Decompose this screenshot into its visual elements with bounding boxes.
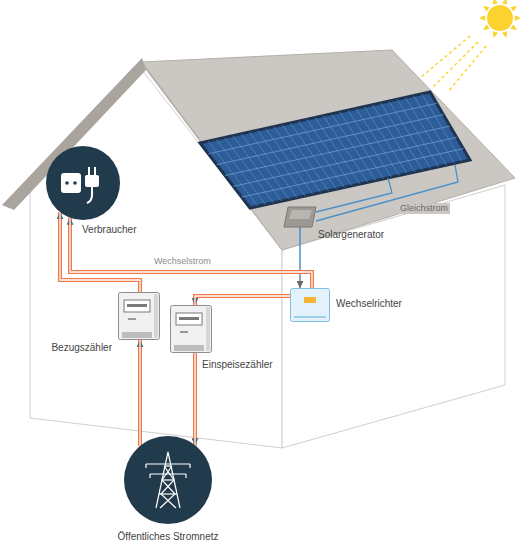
consumer-circle: Verbraucher: [45, 145, 121, 221]
sun-ray: [448, 46, 486, 92]
ac-wire: [195, 296, 290, 305]
inverter-vent: [294, 316, 326, 318]
sun-ray: [502, 31, 507, 38]
meter-box: Einspeisezähler: [170, 305, 212, 353]
ac-wire-gap: [70, 218, 312, 288]
ac-connector: [140, 340, 141, 446]
ac-wire-gap: [60, 212, 140, 292]
consumer-circle-outline: [45, 145, 121, 221]
inverter-box-outline: [290, 288, 330, 322]
meter-shape: [171, 306, 212, 353]
pylon-icon: [146, 452, 190, 508]
sun-ray: [493, 0, 498, 5]
circle-shape: [124, 436, 212, 524]
edge-label: Wechselstrom: [152, 256, 213, 267]
sun-ray: [510, 25, 517, 31]
meter-side: [154, 294, 158, 338]
meter-base: [174, 345, 204, 351]
sun-ray: [420, 36, 470, 78]
node-label: Einspeisezähler: [202, 359, 273, 371]
inverter-display: [304, 297, 316, 303]
ac-wire-gap: [195, 296, 290, 305]
edge-label: Gleichstrom: [398, 203, 450, 214]
meter-box-outline: [170, 305, 212, 353]
grid-circle-outline: [123, 435, 213, 525]
junction-box-outline: [284, 207, 316, 227]
inverter-box: Wechselrichter: [290, 288, 330, 322]
node-label: Öffentliches Stromnetz: [118, 531, 219, 543]
node-label: Solargenerator: [318, 229, 384, 241]
roof: [142, 50, 515, 250]
solar-panel: [200, 92, 470, 208]
meter-digits: [127, 304, 147, 307]
sun: [479, 0, 520, 38]
sun-ray: [493, 31, 498, 38]
dc-wire: [316, 165, 458, 221]
meter-box: Bezugszähler: [118, 292, 160, 340]
ac-wire-gap: [139, 340, 140, 446]
ac-wire: [193, 353, 197, 445]
junction-box-shape: [284, 207, 316, 227]
dc-wire: [299, 227, 301, 288]
panel-cell-line: [217, 115, 444, 165]
panel-cell-line: [208, 103, 436, 153]
sun-ray: [502, 0, 507, 5]
dc-wire: [316, 178, 392, 212]
meter-marker: [180, 331, 188, 333]
junction-box-lid: [289, 210, 312, 219]
panel-cell-line: [225, 126, 450, 176]
node-label: Bezugszähler: [51, 342, 112, 354]
dc-connector: [300, 227, 301, 288]
panel-frame: [200, 92, 470, 208]
sun-ray: [479, 15, 485, 20]
meter-base: [122, 332, 152, 338]
plug-icon: [61, 167, 99, 203]
sun-ray: [510, 6, 517, 12]
sun-ray: [483, 25, 490, 31]
ac-wire: [60, 212, 140, 292]
node-label: Wechselrichter: [336, 298, 402, 310]
ac-connector: [195, 353, 196, 445]
inverter-shape: [291, 289, 330, 322]
meter-side: [206, 307, 210, 351]
meter-display: [124, 300, 150, 312]
meter-display: [176, 313, 202, 325]
ac-connector: [195, 296, 290, 305]
ac-wire-gap: [194, 353, 195, 445]
ac-connector: [60, 212, 140, 292]
junction-box: Solargenerator: [284, 207, 316, 227]
sun-ray: [515, 15, 520, 20]
meter-shape: [119, 293, 160, 340]
grid-circle: Öffentliches Stromnetz: [123, 435, 213, 525]
ac-wire: [70, 218, 312, 288]
sun-ray: [483, 6, 490, 12]
ac-connector: [70, 218, 312, 288]
ac-wire: [138, 340, 142, 446]
circle-shape: [46, 146, 120, 220]
sun-disc: [487, 5, 513, 31]
meter-box-outline: [118, 292, 160, 340]
roof-edge: [2, 58, 146, 210]
meter-digits: [179, 317, 199, 320]
panel-cell-line: [233, 137, 456, 186]
node-label: Verbraucher: [82, 224, 136, 236]
meter-marker: [128, 318, 136, 320]
